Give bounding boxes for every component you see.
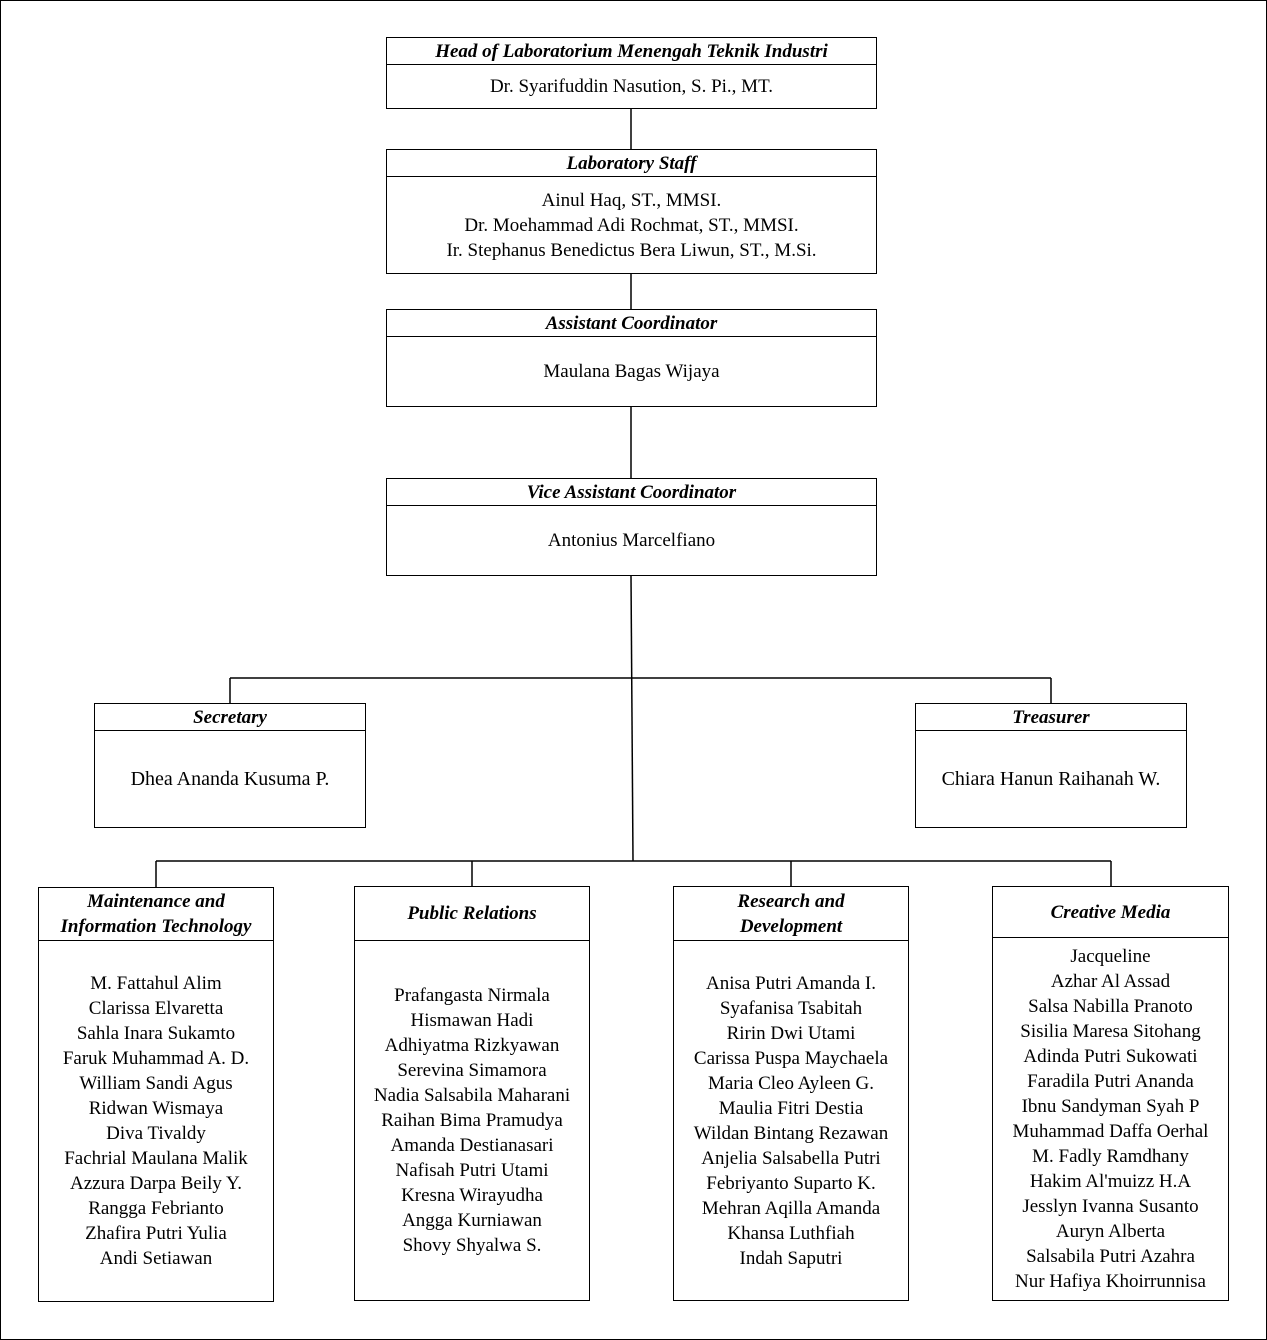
member-name: Khansa Luthfiah [727,1222,855,1244]
member-name: Raihan Bima Pramudya [381,1110,563,1131]
member-name: Prafangasta Nirmala [394,985,550,1006]
member-name: Hakim Al'muizz H.A [1029,1171,1192,1192]
dept-creative-media-box: Creative Media Jacqueline Azhar Al Assad… [992,886,1229,1301]
coordinator-title: Assistant Coordinator [387,310,876,337]
member-name: M. Fattahul Alim [90,973,222,994]
member-name: Syafanisa Tsabitah [719,997,863,1019]
member-name: Rangga Febrianto [88,1198,224,1219]
dept-members: M. Fattahul Alim Clarissa Elvaretta Sahl… [39,941,273,1301]
dept-public-relations-box: Public Relations Prafangasta Nirmala His… [354,886,590,1301]
dept-title: Research and Development [674,887,908,941]
member-name: Kresna Wirayudha [401,1185,543,1206]
treasurer-members: Chiara Hanun Raihanah W. [916,731,1186,827]
member-name: Sahla Inara Sukamto [76,1023,236,1044]
member-name: Ibnu Sandyman Syah P [1021,1096,1200,1117]
member-name: Febriyanto Suparto K. [706,1172,876,1194]
member-name: Ir. Stephanus Benedictus Bera Liwun, ST.… [446,239,817,261]
member-name: M. Fadly Ramdhany [1032,1146,1189,1167]
secretary-title: Secretary [95,704,365,731]
member-name: Andi Setiawan [99,1248,213,1269]
vice-coordinator-title: Vice Assistant Coordinator [387,479,876,506]
member-name: William Sandi Agus [79,1073,233,1094]
member-name: Jesslyn Ivanna Susanto [1022,1196,1199,1217]
member-name: Anisa Putri Amanda I. [706,972,876,994]
secretary-box: Secretary Dhea Ananda Kusuma P. [94,703,366,828]
dept-maintenance-it-box: Maintenance and Information Technology M… [38,887,274,1302]
member-name: Indah Saputri [739,1247,843,1269]
member-name: Serevina Simamora [397,1060,547,1081]
member-name: Amanda Destianasari [390,1135,554,1156]
dept-members: Jacqueline Azhar Al Assad Salsa Nabilla … [993,938,1228,1300]
dept-title-line: Information Technology [60,916,252,937]
member-name: Muhammad Daffa Oerhal [1012,1121,1209,1142]
staff-box: Laboratory Staff Ainul Haq, ST., MMSI. D… [386,149,877,274]
dept-title-line: Public Relations [407,903,537,924]
member-name: Sisilia Maresa Sitohang [1020,1021,1201,1042]
member-name: Azzura Darpa Beily Y. [70,1173,242,1194]
secretary-members: Dhea Ananda Kusuma P. [95,731,365,827]
member-name: Shovy Shyalwa S. [402,1235,542,1256]
member-name: Ridwan Wismaya [88,1098,224,1119]
vice-coordinator-members: Antonius Marcelfiano [387,506,876,575]
dept-title-line: Development [739,915,843,937]
member-name: Hismawan Hadi [410,1010,534,1031]
member-name: Dr. Syarifuddin Nasution, S. Pi., MT. [489,76,774,97]
member-name: Anjelia Salsabella Putri [701,1147,881,1169]
dept-title: Public Relations [355,887,589,941]
coordinator-box: Assistant Coordinator Maulana Bagas Wija… [386,309,877,407]
member-name: Angga Kurniawan [402,1210,542,1231]
member-name: Adinda Putri Sukowati [1023,1046,1198,1067]
member-name: Diva Tivaldy [106,1123,206,1144]
treasurer-title: Treasurer [916,704,1186,731]
member-name: Maulana Bagas Wijaya [543,361,720,382]
member-name: Antonius Marcelfiano [547,530,716,551]
member-name: Chiara Hanun Raihanah W. [941,767,1161,790]
member-name: Clarissa Elvaretta [88,998,224,1019]
dept-title-line: Maintenance and [87,891,225,912]
staff-members: Ainul Haq, ST., MMSI. Dr. Moehammad Adi … [387,177,876,273]
member-name: Jacqueline [1070,946,1151,967]
member-name: Mehran Aqilla Amanda [701,1197,881,1219]
member-name: Maulia Fitri Destia [718,1097,864,1119]
member-name: Faruk Muhammad A. D. [62,1048,250,1069]
dept-research-development-box: Research and Development Anisa Putri Ama… [673,886,909,1301]
member-name: Maria Cleo Ayleen G. [707,1072,875,1094]
head-box: Head of Laboratorium Menengah Teknik Ind… [386,37,877,109]
member-name: Zhafira Putri Yulia [85,1223,227,1244]
head-members: Dr. Syarifuddin Nasution, S. Pi., MT. [387,65,876,108]
dept-title-line: Research and [737,890,845,912]
member-name: Azhar Al Assad [1050,971,1171,992]
member-name: Salsa Nabilla Pranoto [1028,996,1193,1017]
member-name: Nur Hafiya Khoirrunnisa [1014,1271,1206,1292]
member-name: Nadia Salsabila Maharani [373,1085,571,1106]
member-name: Fachrial Maulana Malik [64,1148,248,1169]
member-name: Salsabila Putri Azahra [1026,1246,1195,1267]
member-name: Adhiyatma Rizkyawan [384,1035,560,1056]
dept-title: Creative Media [993,887,1228,938]
member-name: Wildan Bintang Rezawan [693,1122,889,1144]
dept-members: Anisa Putri Amanda I. Syafanisa Tsabitah… [674,941,908,1300]
member-name: Faradila Putri Ananda [1027,1071,1194,1092]
vice-coordinator-box: Vice Assistant Coordinator Antonius Marc… [386,478,877,576]
coordinator-members: Maulana Bagas Wijaya [387,337,876,406]
head-title: Head of Laboratorium Menengah Teknik Ind… [387,38,876,65]
dept-members: Prafangasta Nirmala Hismawan Hadi Adhiya… [355,941,589,1300]
treasurer-box: Treasurer Chiara Hanun Raihanah W. [915,703,1187,828]
member-name: Auryn Alberta [1055,1221,1166,1242]
dept-title-line: Creative Media [1050,901,1171,923]
member-name: Ririn Dwi Utami [726,1022,856,1044]
member-name: Carissa Puspa Maychaela [693,1047,889,1069]
member-name: Ainul Haq, ST., MMSI. [541,189,722,211]
member-name: Dr. Moehammad Adi Rochmat, ST., MMSI. [464,214,799,236]
dept-title: Maintenance and Information Technology [39,888,273,941]
staff-title: Laboratory Staff [387,150,876,177]
member-name: Dhea Ananda Kusuma P. [130,767,330,790]
member-name: Nafisah Putri Utami [395,1160,549,1181]
